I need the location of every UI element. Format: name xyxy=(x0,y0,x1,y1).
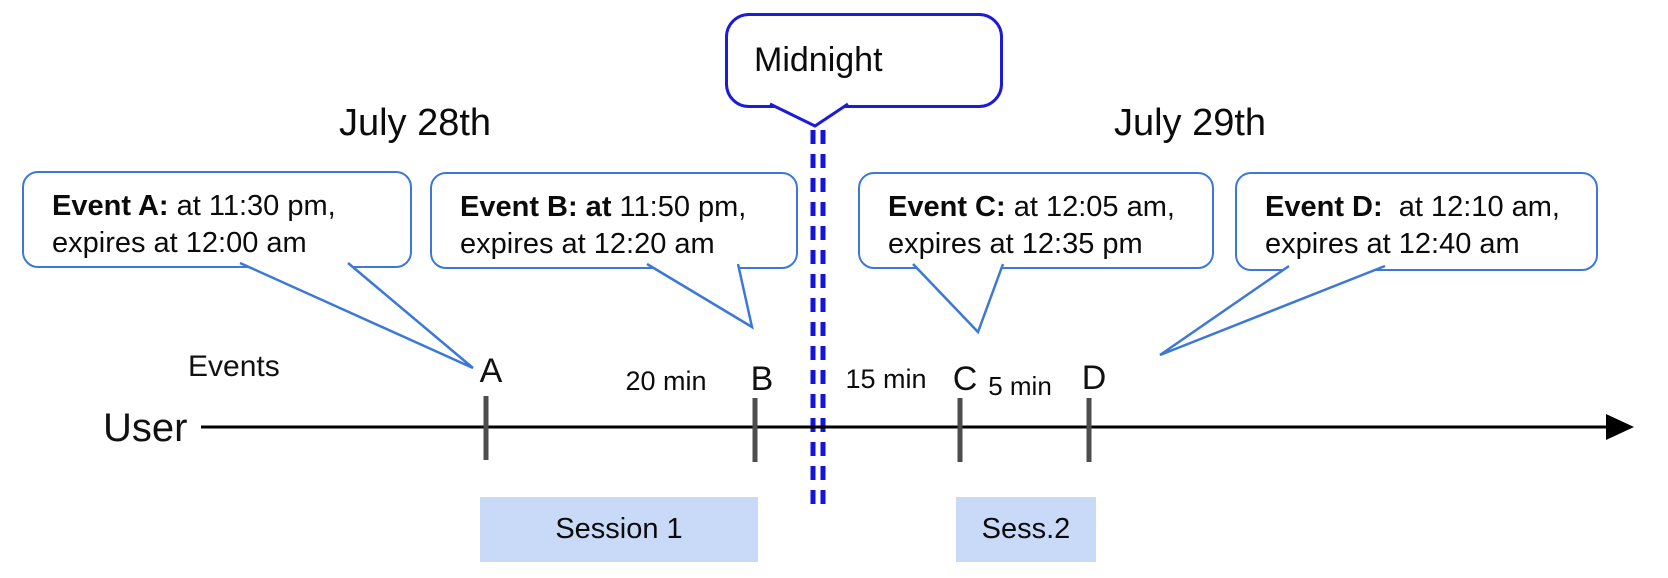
interval-5-min: 5 min xyxy=(988,371,1052,401)
event-b-callout: Event B: at 11:50 pm, expires at 12:20 a… xyxy=(430,172,798,269)
session-2-box: Sess.2 xyxy=(956,497,1096,562)
interval-15-min: 15 min xyxy=(845,364,927,394)
event-c-name: Event C: xyxy=(888,191,1006,223)
date-header-july-29: July 29th xyxy=(1113,102,1267,144)
event-d-name: Event D: xyxy=(1265,191,1383,223)
events-axis-label: Events xyxy=(188,350,280,383)
event-a-time: at 11:30 pm, xyxy=(168,190,336,222)
session-2-label: Sess.2 xyxy=(981,513,1071,545)
event-c-line2: expires at 12:35 pm xyxy=(888,228,1143,260)
event-c-callout: Event C: at 12:05 am, expires at 12:35 p… xyxy=(858,172,1214,269)
event-a-name: Event A: xyxy=(52,190,169,222)
interval-20-min: 20 min xyxy=(625,366,707,396)
midnight-callout: Midnight xyxy=(725,13,1003,108)
event-d-line1: Event D: at 12:10 am, xyxy=(1265,189,1584,226)
event-a-callout: Event A: at 11:30 pm, expires at 12:00 a… xyxy=(22,171,412,268)
event-a-line1: Event A: at 11:30 pm, xyxy=(52,188,398,225)
event-d-line2: expires at 12:40 am xyxy=(1265,228,1520,260)
session-1-label: Session 1 xyxy=(555,513,683,545)
tick-label-a: A xyxy=(479,352,503,390)
tick-label-d: D xyxy=(1081,359,1107,397)
event-b-time: 11:50 pm, xyxy=(611,191,747,223)
event-d-time: at 12:10 am, xyxy=(1382,191,1560,223)
event-b-name: Event B: at xyxy=(460,191,612,223)
session-1-box: Session 1 xyxy=(480,497,758,562)
event-b-line1: Event B: at 11:50 pm, xyxy=(460,189,784,226)
event-b-line2: expires at 12:20 am xyxy=(460,228,715,260)
event-a-line2: expires at 12:00 am xyxy=(52,227,307,259)
tick-label-c: C xyxy=(952,360,978,398)
event-c-time: at 12:05 am, xyxy=(1005,191,1175,223)
date-header-july-28: July 28th xyxy=(338,102,492,144)
event-c-callout-tail xyxy=(912,263,1005,335)
event-c-line1: Event C: at 12:05 am, xyxy=(888,189,1200,226)
midnight-label: Midnight xyxy=(754,41,883,79)
event-b-callout-tail xyxy=(646,262,754,330)
tick-label-b: B xyxy=(750,360,774,398)
event-d-callout-tail xyxy=(1159,264,1386,357)
timeline-arrowhead-icon xyxy=(1606,414,1634,440)
user-axis-label: User xyxy=(103,406,188,450)
event-d-callout: Event D: at 12:10 am, expires at 12:40 a… xyxy=(1235,172,1598,271)
